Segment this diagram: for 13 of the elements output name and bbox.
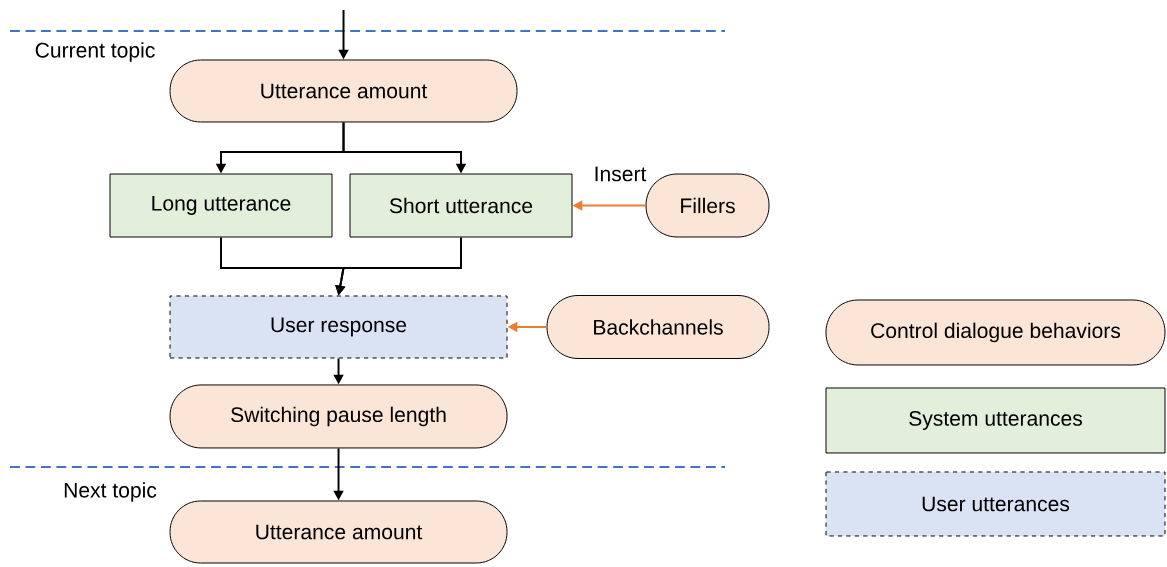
- section-label: Current topic: [35, 42, 155, 62]
- rounded-box: Utterance amount: [169, 59, 518, 123]
- section-label: Next topic: [64, 482, 157, 502]
- process-box: Short utterance: [349, 173, 573, 238]
- rounded-box: Backchannels: [546, 295, 770, 359]
- legend-text: System utterances: [909, 410, 1083, 430]
- legend-text: User utterances: [922, 496, 1070, 512]
- edge-label: Insert: [595, 166, 647, 182]
- process-box: Long utterance: [109, 173, 333, 238]
- legend-text: Control dialogue behaviors: [871, 322, 1121, 343]
- rounded-box: Utterance amount: [169, 500, 508, 564]
- dashed-box: User response: [169, 295, 508, 359]
- rounded-box: Switching pause length: [169, 384, 508, 449]
